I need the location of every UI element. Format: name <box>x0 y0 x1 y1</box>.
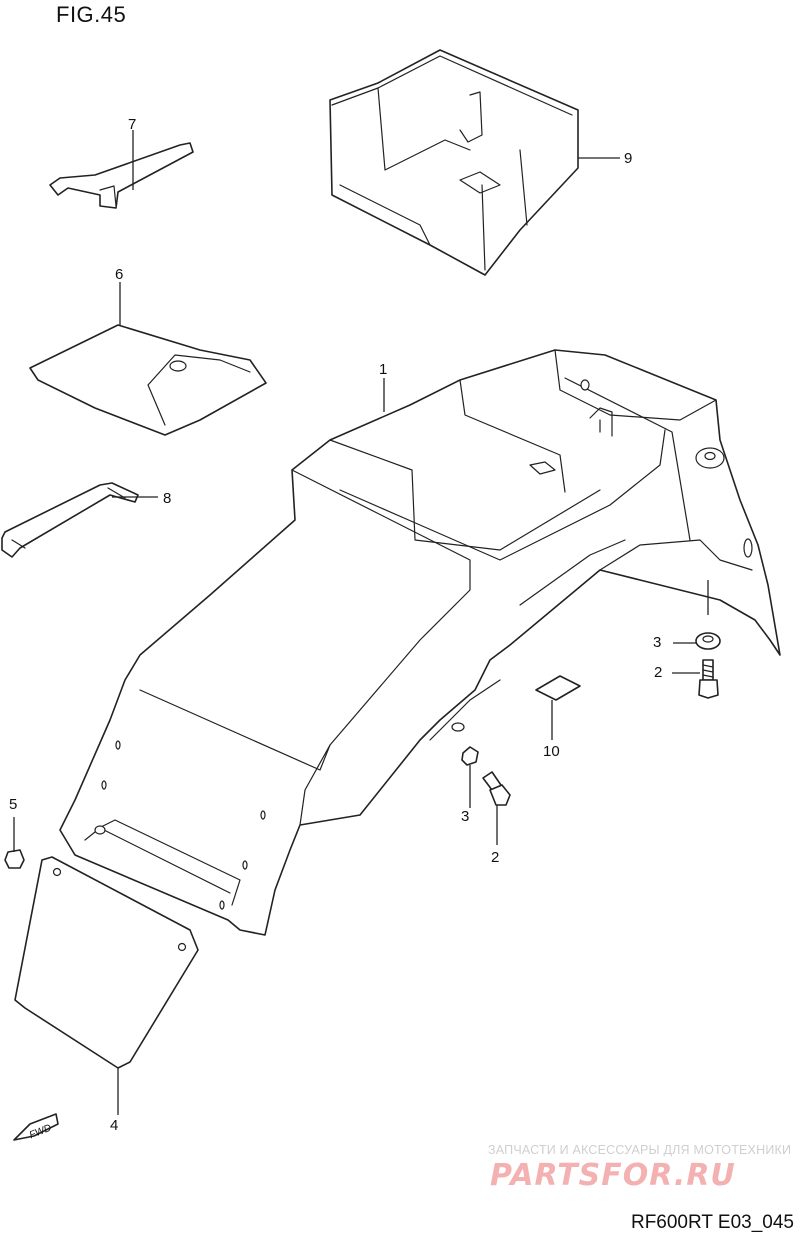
watermark-tagline: ЗАПЧАСТИ И АКСЕССУАРЫ ДЛЯ МОТОТЕХНИКИ <box>488 1143 792 1157</box>
part-6-tool-bag <box>29 324 267 436</box>
callout-10: 10 <box>543 743 560 760</box>
part-3-nut-lower <box>461 746 479 766</box>
callout-4: 4 <box>110 1117 118 1134</box>
callout-3-upper: 3 <box>653 634 661 651</box>
callout-9: 9 <box>624 150 632 167</box>
callout-8: 8 <box>163 490 171 507</box>
part-2-bolt-lower <box>482 771 511 806</box>
part-1-rear-fender <box>59 349 781 936</box>
part-9-storage-box <box>329 49 579 276</box>
callout-3-lower: 3 <box>461 808 469 825</box>
part-8-strap <box>1 482 139 558</box>
part-7-wrench <box>49 142 194 209</box>
part-10-pad <box>535 675 581 701</box>
leader-lines <box>13 130 709 1115</box>
callout-5: 5 <box>9 796 17 813</box>
callout-7: 7 <box>128 116 136 133</box>
callout-1: 1 <box>379 361 387 378</box>
callout-2-upper: 2 <box>654 664 662 681</box>
callout-2-lower: 2 <box>491 849 499 866</box>
fwd-arrow-icon: FWD <box>13 1113 59 1141</box>
page-code: RF600RT E03_045 <box>630 1212 794 1233</box>
part-2-bolt-upper <box>698 659 719 699</box>
watermark-logo: PARTSFOR.RU <box>490 1158 736 1193</box>
part-4-plate <box>14 856 199 1069</box>
part-5-grommet <box>4 849 25 869</box>
figure-title: FIG.45 <box>56 2 127 27</box>
callout-6: 6 <box>115 266 123 283</box>
part-3-nut-upper <box>695 632 721 650</box>
